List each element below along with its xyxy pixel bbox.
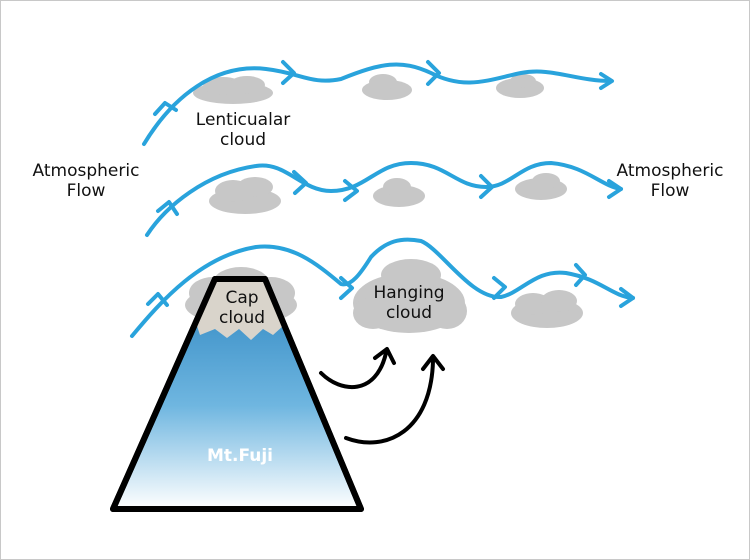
cap-cloud-label-line2: cloud [219, 308, 265, 328]
mountain-label: Mt.Fuji [207, 446, 273, 466]
middle-clouds-group [209, 173, 567, 214]
labels: Atmospheric Flow Atmospheric Flow Lentic… [33, 110, 724, 466]
middle-cloud [209, 177, 281, 214]
lenticular-label-line1: Lenticualar [196, 110, 290, 130]
middle-cloud [373, 178, 425, 207]
hanging-cloud-label-line1: Hanging [373, 283, 444, 303]
flow-line-middle [145, 161, 623, 237]
updraft-arrow-2 [344, 359, 435, 445]
lenticular-cloud [193, 76, 273, 104]
lenticular-cloud [496, 74, 544, 98]
cap-cloud-label-line1: Cap [225, 288, 258, 308]
updraft-arrows [319, 347, 445, 445]
flow-label-left-line1: Atmospheric [33, 161, 140, 181]
mountain-snowcap [197, 279, 283, 340]
lenticular-label-line2: cloud [220, 130, 266, 150]
lenticular-cloud [362, 74, 412, 100]
flow-label-left-line2: Flow [67, 181, 106, 201]
atmospheric-flow-lines [130, 60, 635, 338]
flow-label-right-line1: Atmospheric [617, 161, 724, 181]
mount-fuji [110, 276, 364, 512]
hanging-cloud [353, 259, 467, 333]
flow-line-bottom [130, 237, 635, 338]
hanging-cloud-label-line2: cloud [386, 303, 432, 323]
hanging-cloud-small [511, 290, 583, 328]
middle-cloud [515, 173, 567, 200]
updraft-arrow-1 [319, 351, 388, 390]
flow-label-right-line2: Flow [651, 181, 690, 201]
flow-line-top [142, 62, 613, 146]
lenticular-cloud-group [193, 74, 544, 104]
